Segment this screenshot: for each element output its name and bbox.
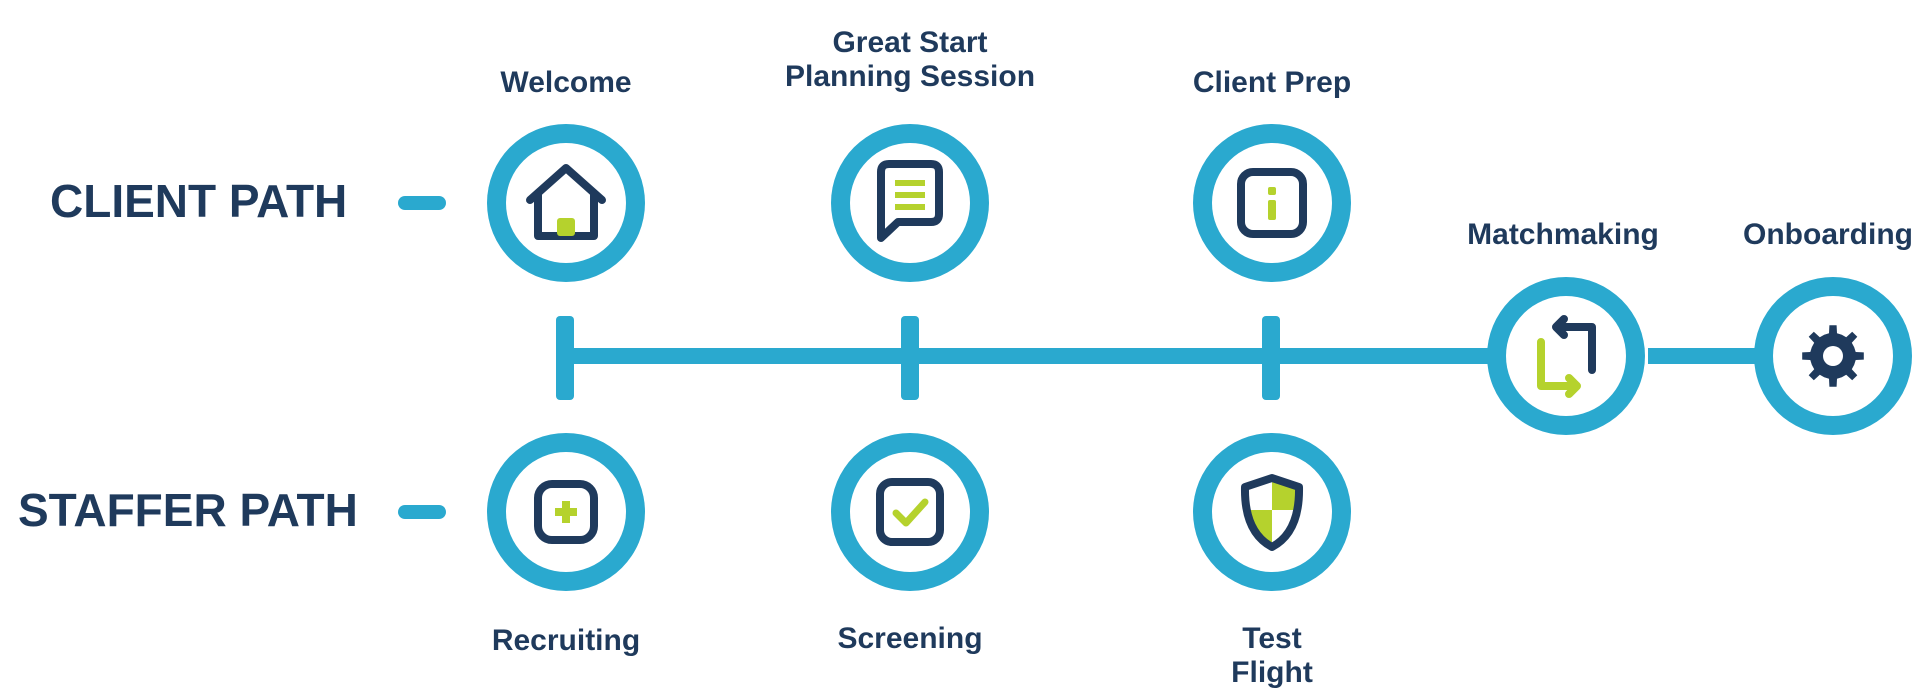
step-screening [831, 433, 989, 591]
step-matchmaking [1487, 277, 1645, 435]
timeline-bar [565, 348, 1565, 364]
step-test-flight [1193, 433, 1351, 591]
staffer-path-dash [398, 505, 446, 519]
step-label-welcome: Welcome [500, 66, 632, 99]
step-welcome [487, 124, 645, 282]
gear-icon [1802, 325, 1864, 387]
step-ring-inner [850, 452, 970, 572]
step-label-screening: Screening [837, 622, 983, 655]
connector-1 [556, 316, 574, 400]
swap-arrow-navy [1552, 315, 1596, 374]
home-door [557, 218, 575, 236]
step-label-great-start: Great Start Planning Session [784, 26, 1036, 93]
step-label-client-prep: Client Prep [1192, 66, 1352, 99]
chat-icon [877, 160, 943, 242]
checkbox-icon [876, 478, 944, 546]
client-path-label: CLIENT PATH [50, 175, 348, 227]
swap-arrows-icon [1537, 338, 1581, 398]
gear-hole [1823, 346, 1843, 366]
step-recruiting [487, 433, 645, 591]
step-label-recruiting: Recruiting [491, 624, 641, 657]
path-diagram [398, 124, 1912, 591]
connector-3 [1262, 316, 1280, 400]
info-dot [1268, 187, 1276, 195]
step-ring-inner [1506, 296, 1626, 416]
step-great-start [831, 124, 989, 282]
step-label-test-flight: Test Flight [1231, 622, 1313, 689]
check-mark [892, 498, 929, 527]
connector-4 [1648, 348, 1763, 364]
step-label-onboarding: Onboarding [1743, 218, 1913, 251]
step-label-matchmaking: Matchmaking [1467, 218, 1659, 251]
shield-icon [1240, 474, 1304, 551]
chat-line [895, 192, 925, 198]
step-onboarding [1754, 277, 1912, 435]
process-diagram: CLIENT PATH STAFFER PATH Welcome Great S… [18, 26, 1913, 689]
step-ring-inner [506, 143, 626, 263]
info-stem [1268, 200, 1276, 220]
plus-icon [534, 480, 598, 544]
timeline [398, 196, 1763, 519]
chat-line [895, 204, 925, 210]
connector-2 [901, 316, 919, 400]
client-path-dash [398, 196, 446, 210]
info-icon [1237, 168, 1307, 238]
chat-line [895, 180, 925, 186]
staffer-path-label: STAFFER PATH [18, 484, 358, 536]
step-client-prep [1193, 124, 1351, 282]
plus-v [562, 501, 570, 523]
